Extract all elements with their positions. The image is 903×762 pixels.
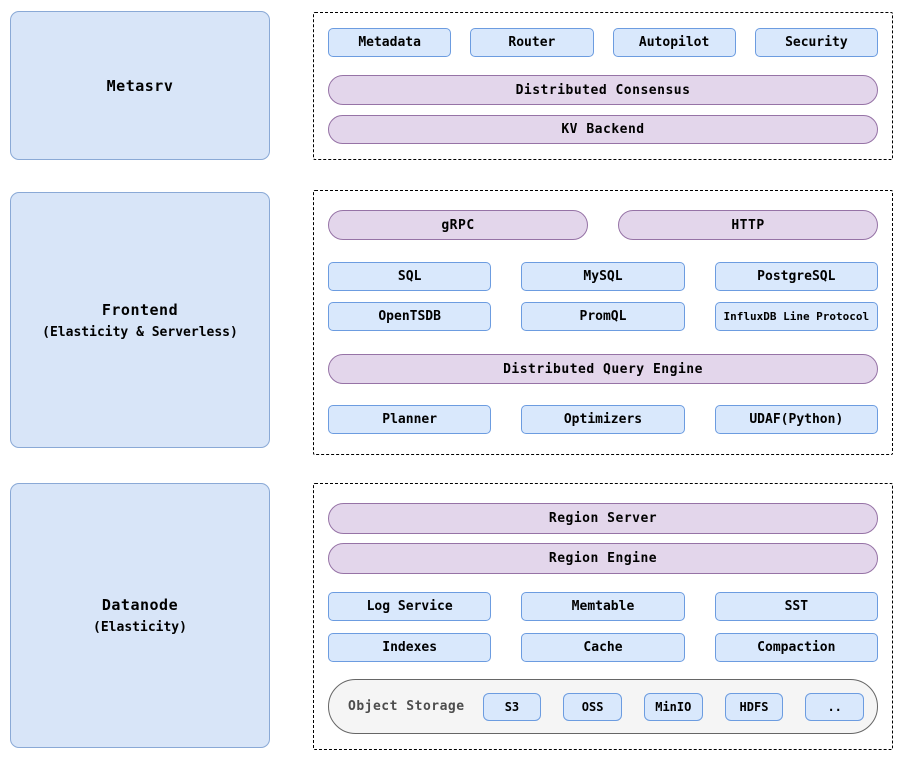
datanode-components-row-1: Log Service Memtable SST — [328, 592, 878, 621]
metasrv-node-title: Metasrv — [106, 76, 174, 95]
hdfs-box: HDFS — [724, 692, 784, 721]
engine-parts-row: Planner Optimizers UDAF(Python) — [328, 405, 878, 434]
compaction-box: Compaction — [714, 633, 878, 662]
planner-box: Planner — [328, 405, 492, 434]
router-box: Router — [470, 28, 594, 57]
datanode-panel: Region Server Region Engine Log Service … — [313, 483, 893, 750]
oss-box: OSS — [563, 692, 622, 721]
frontend-panel: gRPC HTTP SQL MySQL PostgreSQL OpenTSDB … — [313, 190, 893, 455]
cache-box: Cache — [521, 633, 685, 662]
metasrv-node: Metasrv — [10, 11, 270, 160]
influxdb-line-protocol-box: InfluxDB Line Protocol — [714, 302, 878, 331]
http-pill: HTTP — [618, 210, 878, 240]
metasrv-modules-row: Metadata Router Autopilot Security — [328, 28, 878, 57]
query-protocols-row-2: OpenTSDB PromQL InfluxDB Line Protocol — [328, 302, 878, 331]
more-backends-box: .. — [805, 692, 865, 721]
frontend-node-title: Frontend — [101, 300, 179, 319]
frontend-node-subtitle: (Elasticity & Serverless) — [42, 324, 238, 340]
region-engine-pill: Region Engine — [328, 543, 878, 574]
autopilot-box: Autopilot — [612, 28, 736, 57]
promql-box: PromQL — [521, 302, 685, 331]
object-storage-label: Object Storage — [348, 699, 465, 714]
opentsdb-box: OpenTSDB — [328, 302, 492, 331]
datanode-node-title: Datanode — [101, 596, 179, 614]
distributed-query-engine-pill: Distributed Query Engine — [328, 354, 878, 384]
security-box: Security — [754, 28, 878, 57]
object-storage-container: Object Storage S3 OSS MinIO HDFS .. — [328, 679, 878, 734]
grpc-pill: gRPC — [328, 210, 588, 240]
log-service-box: Log Service — [328, 592, 492, 621]
optimizers-box: Optimizers — [521, 405, 685, 434]
datanode-components-row-2: Indexes Cache Compaction — [328, 633, 878, 662]
mysql-box: MySQL — [521, 262, 685, 291]
sst-box: SST — [714, 592, 878, 621]
distributed-consensus-pill: Distributed Consensus — [328, 75, 878, 105]
frontend-node: Frontend (Elasticity & Serverless) — [10, 192, 270, 448]
datanode-node-subtitle: (Elasticity) — [93, 620, 187, 635]
query-protocols-row-1: SQL MySQL PostgreSQL — [328, 262, 878, 291]
entry-protocols-row: gRPC HTTP — [328, 210, 878, 240]
metasrv-panel: Metadata Router Autopilot Security Distr… — [313, 12, 893, 160]
indexes-box: Indexes — [328, 633, 492, 662]
postgresql-box: PostgreSQL — [714, 262, 878, 291]
udaf-python-box: UDAF(Python) — [714, 405, 878, 434]
object-storage-backends-row: S3 OSS MinIO HDFS .. — [482, 692, 865, 721]
kv-backend-pill: KV Backend — [328, 115, 878, 144]
memtable-box: Memtable — [521, 592, 685, 621]
minio-box: MinIO — [643, 692, 703, 721]
sql-box: SQL — [328, 262, 492, 291]
region-server-pill: Region Server — [328, 503, 878, 534]
s3-box: S3 — [482, 692, 542, 721]
datanode-node: Datanode (Elasticity) — [10, 483, 270, 748]
metadata-box: Metadata — [328, 28, 452, 57]
